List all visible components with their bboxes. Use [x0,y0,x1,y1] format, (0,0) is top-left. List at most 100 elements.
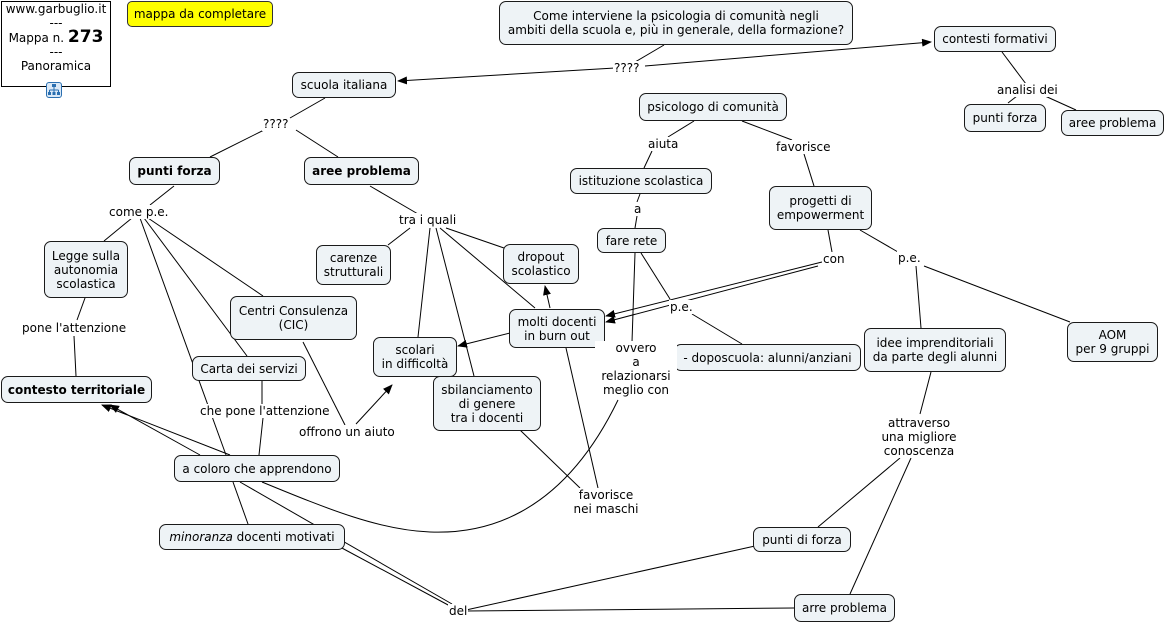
separator: --- [49,45,63,59]
label-pone-attenzione: pone l'attenzione [21,321,128,335]
curve-ovvero-acoloro [261,399,619,533]
line-q-puntiforza [209,129,265,158]
node-carta-servizi[interactable]: Carta dei servizi [192,356,306,381]
line-comepe-carta [143,217,248,357]
node-legge-autonomia[interactable]: Legge sulla autonomia scolastica [44,241,128,298]
map-number: 273 [67,27,104,47]
arrow-con-molti-1 [605,261,823,318]
line-pone-contesto [73,335,77,377]
node-dropout-scolastico[interactable]: dropout scolastico [503,244,579,284]
line-del-puntidiforza [465,545,756,611]
line-areeproblema-traiquali [369,185,419,215]
arrow-molti-dropout [543,285,551,309]
line-legge-pone [76,297,86,321]
label-del: del [448,604,469,618]
line-comepe-legge [103,217,133,242]
line-favorisce-progetti [803,153,815,187]
minoranza-italic: minoranza [169,530,233,544]
node-scuola-italiana[interactable]: scuola italiana [292,72,396,98]
line-q-areeproblema [295,129,339,158]
label-con: con [822,252,846,266]
label-come-pe: come p.e. [108,205,170,219]
node-question[interactable]: Come interviene la psicologia di comunit… [499,1,853,45]
label-attraverso: attraverso una migliore conoscenza [876,416,962,458]
line-aiuta-istituzione [643,150,653,169]
label-q-left: ???? [262,117,290,131]
node-istituzione-scolastica[interactable]: istituzione scolastica [570,168,712,194]
line-farerete-pe [640,252,671,300]
label-ovvero: ovvero a relazionarsi meglio con [595,341,677,397]
label-analisi-dei: analisi dei [996,83,1059,97]
node-molti-docenti[interactable]: molti docenti in burn out [509,309,605,348]
label-pe-left: p.e. [669,300,694,314]
node-punti-di-forza[interactable]: punti di forza [753,527,851,552]
node-carenze-strutturali[interactable]: carenze strutturali [316,245,391,285]
line-sbilanciamento-favorisce [519,429,581,489]
map-label: Mappa n. [8,31,65,45]
line-comepe-acoloro [139,217,227,456]
note-incomplete-map: mappa da completare [127,1,273,27]
line-centri-offrono [302,341,346,426]
view-label: Panoramica [20,59,92,73]
line-attraverso-puntidiforza [817,457,901,528]
line-pe-aom [923,265,1071,323]
line-puntiforza-comepe [149,185,175,206]
line-tra-sbilanciamento [435,227,475,377]
line-progetti-pe [859,229,899,253]
line-comepe-centri [147,217,264,297]
node-contesti-formativi[interactable]: contesti formativi [934,26,1056,52]
line-molti-favorisce [565,347,599,489]
node-a-coloro[interactable]: a coloro che apprendono [174,455,340,482]
line-tra-scolari [417,227,431,338]
node-arre-problema[interactable]: arre problema [794,594,895,622]
map-number-row: Mappa n. 273 [2,27,110,47]
node-progetti-empowerment[interactable]: progetti di empowerment [769,186,872,230]
line-contesti-analisi [1001,51,1027,85]
node-minoranza[interactable]: minoranza docenti motivati [159,524,345,550]
line-acoloro-del [239,481,453,605]
node-aom[interactable]: AOM per 9 gruppi [1067,322,1158,362]
minoranza-rest: docenti motivati [232,530,335,544]
line-idee-attraverso [919,371,932,415]
label-a: a [633,202,643,216]
arrow-acoloro-contesto-2 [101,404,231,456]
arrow-acoloro-contesto-1 [109,404,201,456]
label-favorisce-maschi: favorisce nei maschi [571,488,641,516]
node-sbilanciamento[interactable]: sbilanciamento di genere tra i docenti [433,376,541,431]
site-url[interactable]: www.garbuglio.it [5,2,107,16]
line-tra-molti [439,227,536,309]
line-analisi-punti [1007,95,1018,104]
line-acoloro-minoranza [232,481,249,525]
node-aree-problema[interactable]: aree problema [304,157,419,185]
node-punti-forza[interactable]: punti forza [129,157,220,185]
line-pe-idee [915,265,922,329]
label-q-top: ???? [613,61,641,75]
node-aree-problema-right[interactable]: aree problema [1061,110,1164,136]
node-punti-forza-right[interactable]: punti forza [964,104,1046,132]
line-farerete-ovvero [631,252,636,343]
line-istituzione-a [636,193,641,203]
line-analisi-aree [1044,95,1077,111]
line-chepone-acoloro [258,417,264,456]
arrow-offrono-scolari [355,384,393,425]
node-idee-imprenditoriali[interactable]: idee imprenditoriali da parte degli alun… [864,328,1006,372]
arrow-to-contesti-formativi [644,38,932,67]
node-centri-consulenza[interactable]: Centri Consulenza (CIC) [230,296,357,340]
info-box: www.garbuglio.it --- Mappa n. 273 --- Pa… [1,1,111,87]
node-psicologo-comunita[interactable]: psicologo di comunità [639,93,787,121]
arrow-molti-scolari [457,332,511,348]
node-scolari-difficolta[interactable]: scolari in difficoltà [373,337,457,377]
label-pe-right: p.e. [897,251,922,265]
node-doposcuola[interactable]: - doposcuola: alunni/anziani [674,344,861,371]
line-minoranza-del [339,546,451,607]
label-aiuta: aiuta [647,137,680,151]
node-fare-rete[interactable]: fare rete [597,228,666,253]
line-del-arre [465,607,795,612]
node-contesto-territoriale[interactable]: contesto territoriale [1,376,152,403]
sitemap-icon[interactable] [46,82,62,98]
line-scuola-q [289,97,326,119]
line-tra-carenze [387,227,411,246]
line-progetti-con [827,229,833,253]
line-psicologo-aiuta [667,120,695,138]
